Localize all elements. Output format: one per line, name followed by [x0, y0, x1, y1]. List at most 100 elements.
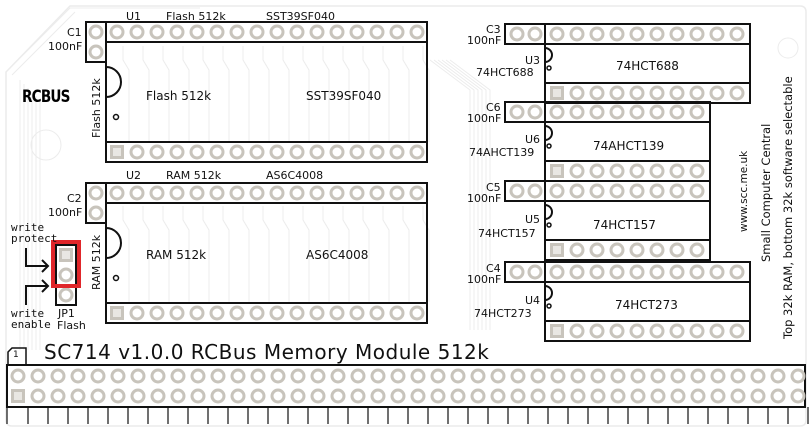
- pad-hole: [672, 107, 682, 117]
- pad-hole: [652, 245, 662, 255]
- trace: [322, 46, 330, 142]
- note-text: Top 32k RAM, bottom 32k software selecta…: [781, 76, 795, 339]
- write-enable-arrow-line: [25, 285, 48, 305]
- trace: [382, 206, 390, 302]
- u4-notch: [544, 285, 553, 301]
- trace: [11, 11, 76, 76]
- jp1-bottom-line1: write: [11, 307, 45, 320]
- pad-hole: [512, 29, 522, 39]
- pad-hole: [413, 371, 423, 381]
- u3-pin1-dot: [546, 65, 552, 71]
- pad-hole: [572, 326, 582, 336]
- pad-hole: [692, 29, 702, 39]
- u2-notch: [105, 227, 122, 259]
- pad-hole: [413, 391, 423, 401]
- u6-ref: U6: [525, 133, 541, 146]
- jp1-highlight: [51, 240, 81, 288]
- pad-hole: [652, 186, 662, 196]
- u5-notch: [544, 204, 553, 220]
- pad-hole: [172, 147, 182, 157]
- pad-hole: [552, 186, 562, 196]
- u1-side-label: Flash 512k: [90, 78, 103, 138]
- pad-hole: [612, 166, 622, 176]
- trace: [262, 46, 270, 142]
- pad-hole: [73, 391, 83, 401]
- pad-hole: [652, 88, 662, 98]
- pad-hole: [272, 27, 282, 37]
- pad-hole: [91, 208, 101, 218]
- pad-hole: [673, 391, 683, 401]
- pad-hole: [293, 391, 303, 401]
- pad-hole: [632, 29, 642, 39]
- pad-hole: [553, 89, 561, 97]
- pad-hole: [672, 186, 682, 196]
- pad-hole: [733, 371, 743, 381]
- pad-hole: [572, 107, 582, 117]
- pad-hole: [613, 371, 623, 381]
- pad-hole: [553, 371, 563, 381]
- trace: [262, 206, 270, 302]
- pad-hole: [493, 371, 503, 381]
- jp1-outline: [55, 244, 77, 306]
- trace: [242, 206, 250, 302]
- pad-hole: [232, 308, 242, 318]
- u5-value: 74HCT157: [478, 227, 536, 240]
- pad-hole: [552, 29, 562, 39]
- u1-value-label: SST39SF040: [266, 10, 335, 23]
- pad-hole: [33, 391, 43, 401]
- pad-hole: [753, 391, 763, 401]
- pad-hole: [252, 308, 262, 318]
- pad-hole: [672, 29, 682, 39]
- c3-ref: C3: [486, 23, 501, 36]
- pad-hole: [232, 188, 242, 198]
- trace: [429, 59, 471, 330]
- u2-ref: U2: [126, 169, 142, 182]
- pad-hole: [373, 371, 383, 381]
- pad-hole: [313, 371, 323, 381]
- pad-hole: [132, 27, 142, 37]
- trace: [162, 206, 170, 302]
- trace: [282, 206, 290, 302]
- pad-hole: [592, 186, 602, 196]
- pad-hole: [712, 29, 722, 39]
- pad-hole: [172, 188, 182, 198]
- pad-hole: [592, 29, 602, 39]
- u3-notch: [544, 47, 553, 63]
- bus-header-outline: [6, 364, 806, 408]
- c5: [504, 180, 546, 202]
- pad-hole: [732, 326, 742, 336]
- pad-hole: [392, 27, 402, 37]
- pad-hole: [572, 29, 582, 39]
- pad-hole: [332, 27, 342, 37]
- c3-value: 100nF: [467, 34, 502, 47]
- u4-pin1-dot: [546, 303, 552, 309]
- pad-hole: [692, 267, 702, 277]
- pad-hole: [352, 308, 362, 318]
- pad-hole: [352, 147, 362, 157]
- mounting-hole: [30, 129, 62, 161]
- trace: [162, 46, 170, 142]
- pad-hole: [132, 147, 142, 157]
- pad-hole: [612, 88, 622, 98]
- pad-hole: [632, 88, 642, 98]
- trace-layer: [7, 7, 799, 350]
- pad-hole: [153, 371, 163, 381]
- pad-hole: [152, 308, 162, 318]
- pad-hole: [632, 267, 642, 277]
- trace: [122, 206, 130, 302]
- pad-hole: [732, 267, 742, 277]
- pad-hole: [573, 391, 583, 401]
- pad-hole: [612, 245, 622, 255]
- jp1-bottom-line2: enable: [11, 318, 51, 331]
- pad-hole: [652, 29, 662, 39]
- pad-hole: [652, 326, 662, 336]
- pad-hole: [132, 188, 142, 198]
- pad-hole: [152, 188, 162, 198]
- pad-hole: [433, 391, 443, 401]
- pad-hole: [653, 371, 663, 381]
- c1-value: 100nF: [48, 40, 83, 53]
- pad-hole: [473, 391, 483, 401]
- u3-value: 74HCT688: [476, 66, 534, 79]
- trace: [402, 46, 410, 142]
- pad-hole: [273, 391, 283, 401]
